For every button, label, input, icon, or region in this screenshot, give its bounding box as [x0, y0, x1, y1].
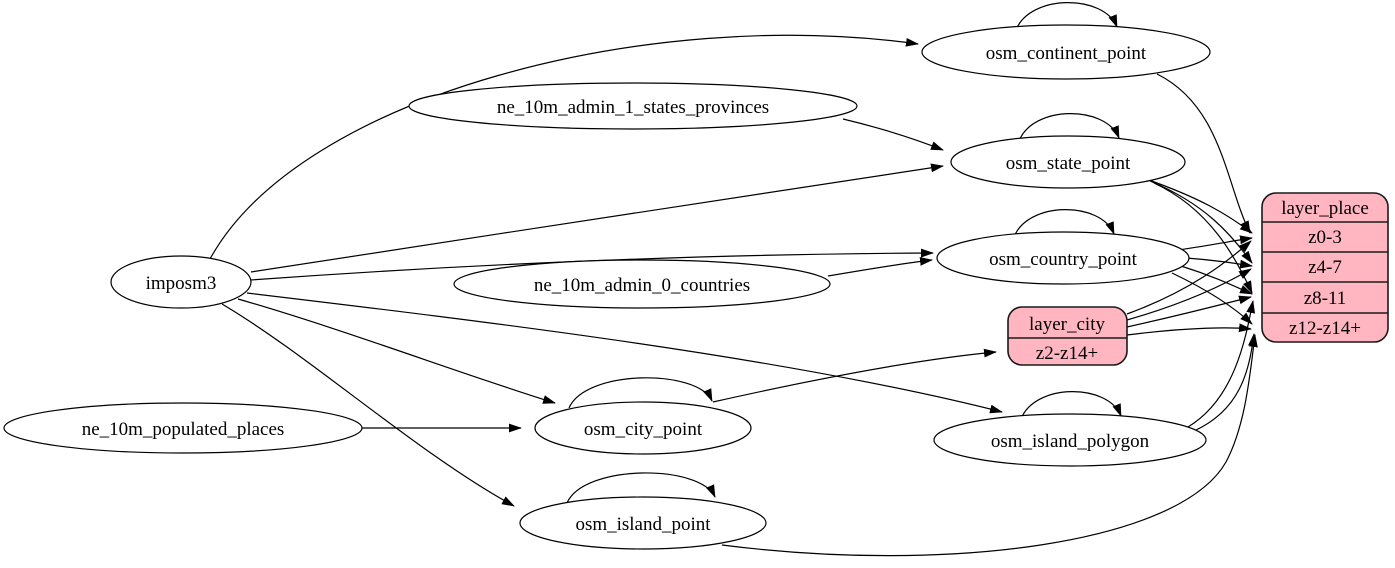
node-osm_country_point-shape [936, 231, 1190, 285]
edges [209, 2, 1258, 557]
edge-osm_island_point-layer_place-z12-z14+ [721, 334, 1258, 557]
node-osm_city_point-shape [534, 401, 752, 455]
node-osm_continent_point-shape [921, 24, 1211, 80]
node-ne_10m_admin_0_countries: ne_10m_admin_0_countries [453, 259, 831, 309]
layer_place-row-z4-7: z4-7 [1308, 257, 1342, 278]
node-ne_10m_admin_0_countries-shape [453, 259, 831, 309]
node-layer_city-shape [1007, 306, 1128, 366]
edge-self-loop-osm_island_point [566, 472, 716, 504]
edge-imposm3-osm_city_point [237, 298, 556, 404]
edge-self-loop-osm_island_polygon [1020, 391, 1122, 420]
node-osm_state_point-shape [950, 135, 1186, 189]
node-osm_island_polygon: osm_island_polygon [933, 413, 1207, 467]
node-osm_country_point-label: osm_country_point [989, 249, 1137, 270]
edge-osm_continent_point-layer_place-z0-3 [1156, 73, 1251, 234]
edge-layer_city-layer_place-z12-z14+ [1126, 323, 1252, 336]
edge-ne_10m_admin_1_states_provinces-osm_state_point [842, 118, 944, 151]
edge-ne_10m_admin_0_countries-osm_country_point [827, 256, 933, 277]
edge-layer_city-layer_place-z8-11 [1126, 295, 1252, 328]
node-ne_10m_admin_1_states_provinces-label: ne_10m_admin_1_states_provinces [497, 97, 769, 118]
node-ne_10m_admin_1_states_provinces-shape [408, 82, 858, 130]
node-layer_place-shape [1261, 192, 1389, 343]
node-imposm3-shape [110, 255, 252, 309]
node-osm_continent_point-label: osm_continent_point [986, 43, 1147, 64]
node-osm_island_point-label: osm_island_point [575, 514, 711, 535]
node-ne_10m_populated_places: ne_10m_populated_places [3, 402, 363, 454]
edge-osm_city_point-layer_city-z2-z14+ [712, 348, 997, 403]
node-osm_island_point-shape [519, 496, 767, 550]
edge-osm_country_point-layer_place-z12-z14+ [1171, 272, 1253, 325]
node-layer_city-title: layer_city [1029, 314, 1105, 335]
edge-self-loop-osm_city_point [568, 377, 713, 409]
node-osm_city_point: osm_city_point [534, 401, 752, 455]
node-layer_place-title: layer_place [1281, 198, 1369, 219]
edge-osm_state_point-layer_place-z0-3 [1145, 178, 1253, 234]
node-osm_country_point: osm_country_point [936, 231, 1190, 285]
edge-osm_country_point-layer_place-z0-3 [1177, 235, 1253, 251]
node-ne_10m_admin_0_countries-label: ne_10m_admin_0_countries [534, 275, 750, 296]
edge-self-loop-osm_state_point [1018, 113, 1120, 142]
node-ne_10m_admin_1_states_provinces: ne_10m_admin_1_states_provinces [408, 82, 858, 130]
edge-osm_state_point-layer_place-z4-7 [1149, 180, 1253, 264]
node-osm_island_point: osm_island_point [519, 496, 767, 550]
node-imposm3-label: imposm3 [146, 273, 217, 294]
edge-self-loop-osm_country_point [1013, 209, 1115, 238]
node-osm_state_point: osm_state_point [950, 135, 1186, 189]
edge-osm_country_point-layer_place-z4-7 [1185, 257, 1253, 269]
node-osm_continent_point: osm_continent_point [921, 24, 1211, 80]
layer_place-row-z8-11: z8-11 [1304, 288, 1347, 309]
node-osm_island_polygon-label: osm_island_polygon [991, 431, 1150, 452]
edge-osm_country_point-layer_place-z8-11 [1180, 265, 1253, 295]
node-ne_10m_populated_places-label: ne_10m_populated_places [82, 419, 285, 440]
edge-layer_city-layer_place-z0-3 [1126, 240, 1252, 315]
node-osm_island_polygon-shape [933, 413, 1207, 467]
edge-self-loop-osm_continent_point [1015, 2, 1118, 31]
edge-osm_island_polygon-layer_place-z8-11 [1187, 300, 1256, 428]
edge-imposm3-osm_continent_point [209, 34, 919, 260]
edge-imposm3-osm_state_point [250, 163, 944, 273]
edge-osm_state_point-layer_place-z8-11 [1153, 182, 1253, 294]
node-layer_place: layer_place z0-3 z4-7 z8-11 z12-z14+ [1261, 192, 1389, 343]
layer_place-row-z0-3: z0-3 [1308, 227, 1342, 248]
node-ne_10m_populated_places-shape [3, 402, 363, 454]
node-osm_state_point-label: osm_state_point [1006, 153, 1131, 174]
edge-layer_city-layer_place-z4-7 [1126, 268, 1252, 321]
edge-imposm3-osm_island_point [221, 303, 515, 507]
node-osm_city_point-label: osm_city_point [584, 419, 703, 440]
node-layer_city: layer_city z2-z14+ [1007, 306, 1128, 366]
layer_place-row-z12-z14: z12-z14+ [1289, 318, 1361, 339]
node-imposm3: imposm3 [110, 255, 252, 309]
layer_city-row-z2-z14: z2-z14+ [1036, 343, 1098, 364]
edge-imposm3-osm_island_polygon [246, 292, 1003, 414]
